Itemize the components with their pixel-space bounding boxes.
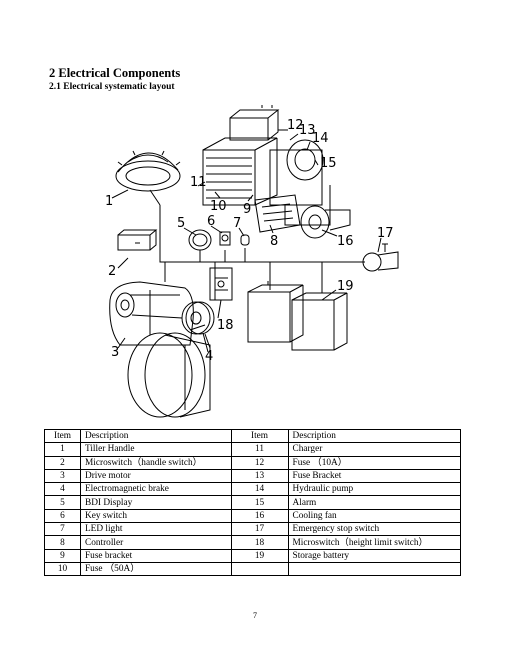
diagram-label-4: 4 bbox=[205, 349, 213, 364]
subsection-heading: 2.1 Electrical systematic layout bbox=[49, 82, 175, 92]
diagram-label-6: 6 bbox=[207, 214, 215, 229]
item-number: 9 bbox=[44, 548, 81, 563]
item-number: 14 bbox=[230, 482, 289, 497]
item-description: Fuse Bracket bbox=[287, 468, 462, 484]
height-limit-switch-part bbox=[209, 267, 233, 301]
diagram-label-10: 10 bbox=[210, 199, 227, 214]
electrical-layout-diagram: 1 2 3 4 5 6 7 8 9 10 11 12 13 14 15 16 1… bbox=[105, 105, 399, 418]
item-description: Alarm bbox=[287, 495, 462, 510]
diagram-label-7: 7 bbox=[233, 216, 241, 231]
diagram-label-2: 2 bbox=[108, 264, 116, 279]
item-number: 2 bbox=[44, 455, 81, 470]
tiller-handle-part bbox=[115, 150, 181, 206]
diagram-label-8: 8 bbox=[270, 234, 278, 249]
item-number: 10 bbox=[44, 561, 81, 577]
diagram-label-9: 9 bbox=[243, 202, 251, 217]
diagram-label-18: 18 bbox=[217, 318, 234, 333]
section-heading: 2 Electrical Components bbox=[49, 66, 181, 80]
bdi-display-part bbox=[188, 229, 212, 262]
diagram-label-12: 12 bbox=[287, 118, 304, 133]
controller-part bbox=[254, 194, 301, 233]
diagram-label-14: 14 bbox=[312, 131, 329, 146]
item-description: Electromagnetic brake bbox=[80, 482, 232, 497]
item-description: Cooling fan bbox=[287, 508, 462, 524]
item-number: 7 bbox=[44, 522, 81, 537]
electromagnetic-brake-part bbox=[181, 301, 215, 349]
item-description: Charger bbox=[287, 442, 462, 457]
diagram-label-19: 19 bbox=[337, 279, 354, 294]
item-number: 1 bbox=[44, 442, 81, 457]
item-description: Fuse （50A） bbox=[80, 561, 232, 577]
item-description: Fuse （10A） bbox=[287, 455, 462, 470]
col-header-description-2: Description bbox=[287, 428, 462, 444]
item-description: Storage battery bbox=[287, 548, 462, 563]
key-switch-part bbox=[219, 231, 231, 246]
item-number: 6 bbox=[44, 508, 81, 524]
emergency-stop-part bbox=[362, 243, 399, 272]
item-description: Microswitch（handle switch） bbox=[80, 455, 232, 470]
item-number: 13 bbox=[230, 468, 289, 484]
item-description: Tiller Handle bbox=[80, 442, 232, 457]
page-number: 7 bbox=[253, 611, 257, 620]
table-header-row: Item Description Item Description bbox=[44, 428, 462, 444]
diagram-label-17: 17 bbox=[377, 226, 394, 241]
item-number: 5 bbox=[44, 495, 81, 510]
item-description: Hydraulic pump bbox=[287, 482, 462, 497]
item-number: 4 bbox=[44, 482, 81, 497]
item-description: Drive motor bbox=[80, 468, 232, 484]
cooling-fan-part bbox=[300, 205, 351, 239]
fuse-assembly-part bbox=[229, 105, 280, 141]
item-number: 3 bbox=[44, 468, 81, 484]
col-header-description: Description bbox=[80, 428, 232, 444]
item-description: Controller bbox=[80, 535, 232, 550]
item-description: BDI Display bbox=[80, 495, 232, 510]
item-number: 15 bbox=[230, 495, 289, 510]
diagram-label-1: 1 bbox=[105, 194, 113, 209]
item-number: 17 bbox=[230, 522, 289, 537]
item-number: 12 bbox=[230, 455, 289, 470]
microswitch-part bbox=[117, 229, 158, 251]
item-number: 11 bbox=[230, 442, 289, 457]
charger-part bbox=[202, 137, 278, 206]
item-number: 8 bbox=[44, 535, 81, 550]
item-description bbox=[287, 561, 462, 577]
storage-battery-part bbox=[247, 281, 348, 351]
drive-motor-part bbox=[109, 281, 211, 418]
item-description: Emergency stop switch bbox=[287, 522, 462, 537]
item-description: Microswitch（height limit switch） bbox=[287, 535, 462, 550]
col-header-item-2: Item bbox=[230, 428, 289, 444]
item-number: 19 bbox=[230, 548, 289, 563]
item-number: 16 bbox=[230, 508, 289, 524]
diagram-label-3: 3 bbox=[111, 345, 119, 360]
item-description: LED light bbox=[80, 522, 232, 537]
item-number bbox=[230, 561, 289, 577]
col-header-item: Item bbox=[44, 428, 81, 444]
diagram-label-15: 15 bbox=[320, 156, 337, 171]
item-description: Key switch bbox=[80, 508, 232, 524]
diagram-label-5: 5 bbox=[177, 216, 185, 231]
item-description: Fuse bracket bbox=[80, 548, 232, 563]
item-number: 18 bbox=[230, 535, 289, 550]
diagram-label-11: 11 bbox=[190, 175, 207, 190]
diagram-label-16: 16 bbox=[337, 234, 354, 249]
hydraulic-pump-part bbox=[269, 139, 331, 226]
led-light-part bbox=[240, 234, 250, 246]
diagram-label-13: 13 bbox=[299, 123, 316, 138]
